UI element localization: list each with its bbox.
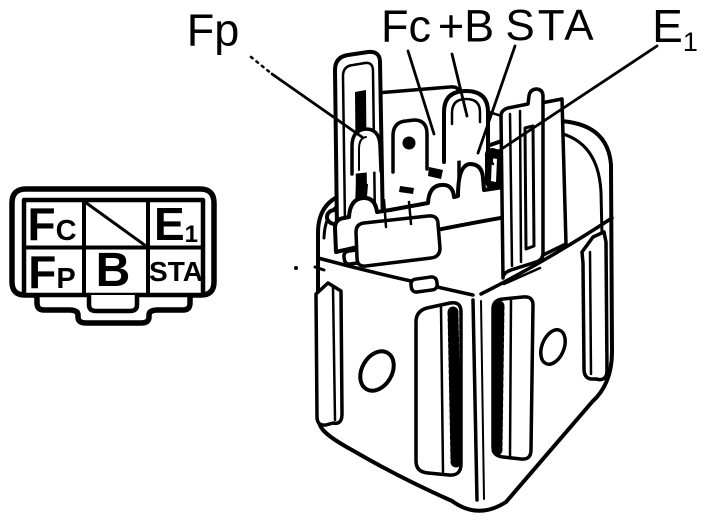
label-fp: Fp <box>186 4 240 56</box>
leader-fp-dotted <box>249 55 274 76</box>
connector-pinout-box <box>9 186 217 326</box>
leader-fp <box>270 72 364 139</box>
terminal-fc <box>391 118 429 174</box>
leader-e1-hook <box>490 150 499 166</box>
shoulder-slot <box>409 275 439 294</box>
front-corner-edge <box>471 298 479 502</box>
label-fc: Fc <box>381 0 431 52</box>
collar-bridge <box>354 214 442 268</box>
pin-grid-diagonal <box>83 200 148 248</box>
leader-plus-b <box>450 52 469 118</box>
pin-label-b: B <box>95 244 131 297</box>
pin-b-tab <box>86 292 140 314</box>
right-face-hole <box>539 328 567 366</box>
right-serrated-rail <box>491 295 535 461</box>
leader-sta <box>476 44 517 155</box>
label-sta: STA <box>505 1 597 50</box>
leader-lines <box>249 44 659 166</box>
leader-fc <box>406 49 436 136</box>
terminal-fc-hole <box>402 136 416 150</box>
label-plus-b: +B <box>437 0 495 52</box>
right-clip <box>580 230 609 382</box>
left-face-hole <box>358 349 396 393</box>
leader-e1 <box>495 44 659 154</box>
terminal-plus-b <box>442 89 490 164</box>
right-flange <box>499 87 568 286</box>
left-serrated-rail <box>414 300 463 477</box>
terminal-fp <box>350 127 383 176</box>
left-clip <box>314 281 344 427</box>
relay-terminals <box>333 49 568 286</box>
shoulder-edge-right <box>479 216 614 296</box>
pin-label-sta: STA <box>149 256 203 287</box>
